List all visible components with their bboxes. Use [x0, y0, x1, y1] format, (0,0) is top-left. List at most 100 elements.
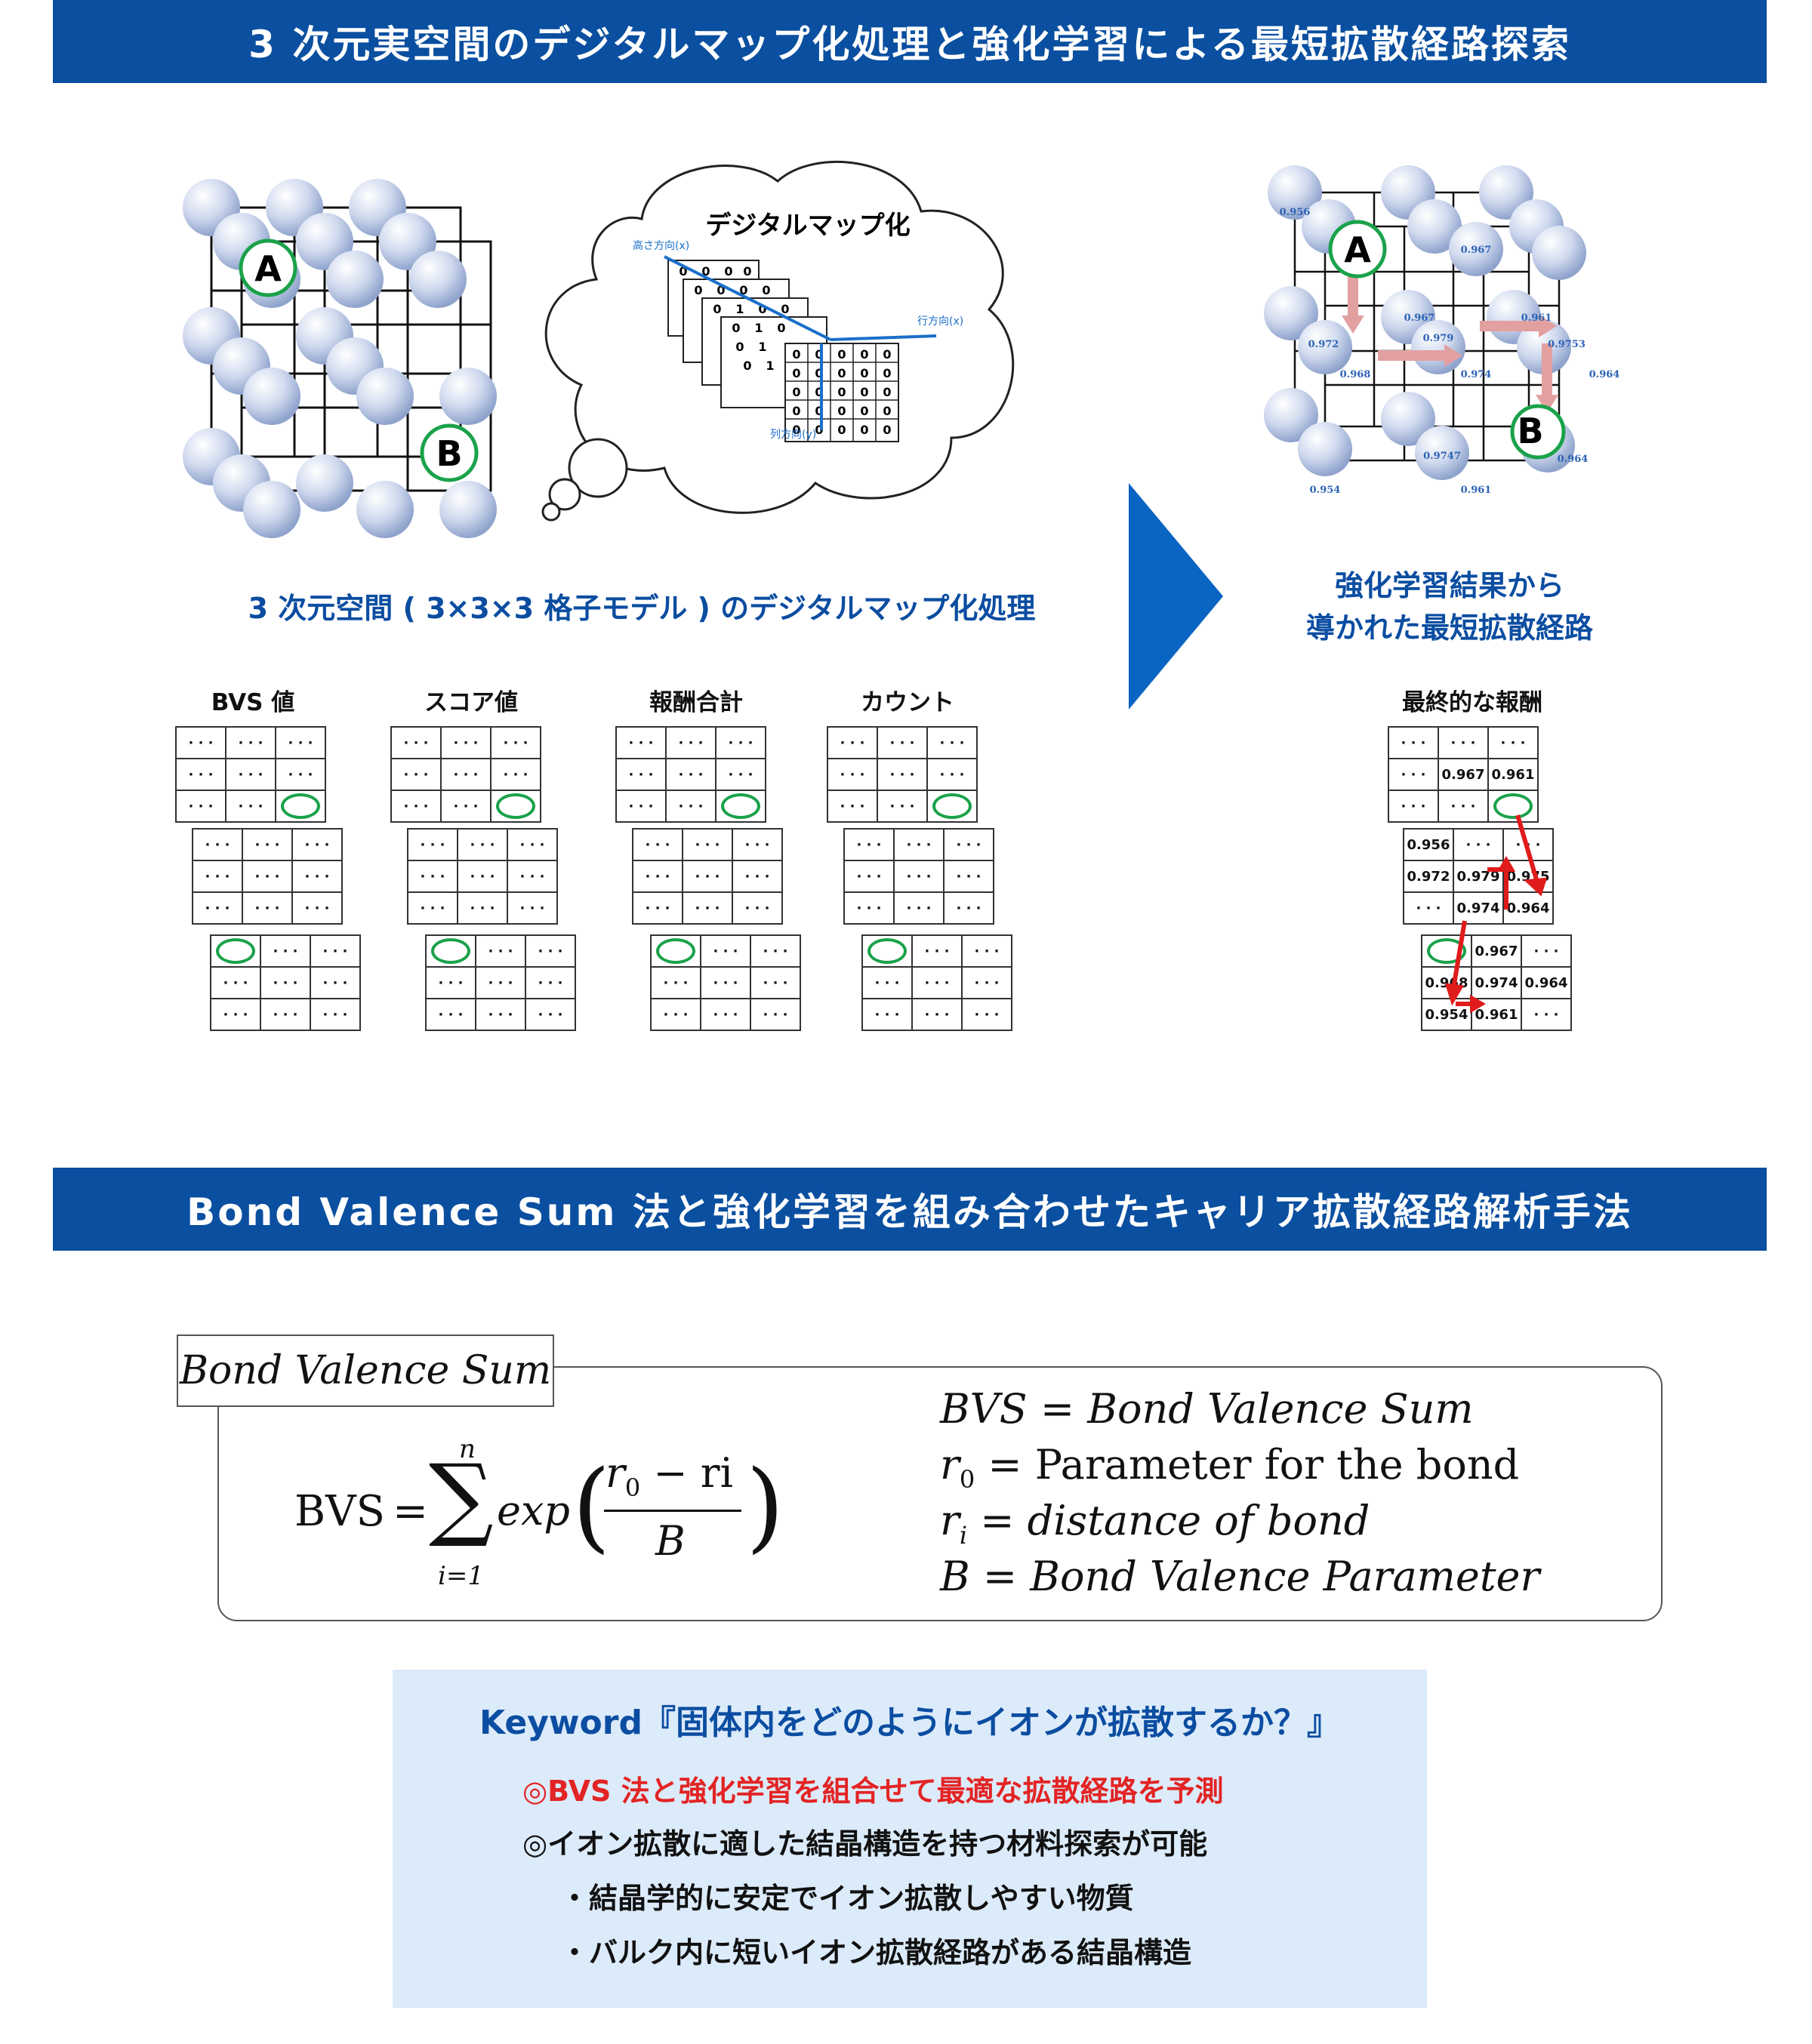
svg-text:0.9747: 0.9747 [1423, 451, 1461, 462]
svg-text:1: 1 [754, 321, 763, 335]
goal-ring [1493, 793, 1533, 819]
grid-cell: · · · [310, 934, 361, 968]
svg-text:0: 0 [792, 385, 800, 399]
grid-cell: · · · [242, 860, 293, 893]
grid-cell: · · · [843, 860, 895, 893]
goal-ring [932, 793, 972, 819]
grid-score-layer-3: · · ·· · ·· · ·· · ·· · ·· · ·· · ·· · · [425, 934, 576, 1031]
grid-cell [926, 790, 978, 823]
grid-cell: · · · [750, 934, 801, 968]
keyword-line2: ◎イオン拡散に適した結晶構造を持つ材料探索が可能 [522, 1827, 1208, 1861]
grid-label-bvs: BVS 値 [211, 689, 295, 716]
grid-cell: · · · [926, 726, 978, 759]
grid-cell: · · · [507, 891, 558, 925]
grid-cell [210, 934, 261, 968]
svg-text:0: 0 [860, 385, 868, 399]
definition-r0: r0 = Parameter for the bond [940, 1441, 1520, 1494]
axis-col-label: 列方向(y) [770, 429, 816, 441]
grid-cell: · · · [961, 966, 1012, 999]
grid-cell: · · · [893, 891, 945, 925]
grid-label-final-reward: 最終的な報酬 [1402, 689, 1542, 716]
svg-text:0: 0 [883, 385, 891, 399]
keyword-title: Keyword『固体内をどのようにイオンが拡散するか？』 [479, 1704, 1340, 1742]
grid-cell: · · · [457, 828, 508, 861]
grid-count-layer-1: · · ·· · ·· · ·· · ·· · ·· · ·· · ·· · · [827, 726, 978, 823]
grid-cell: · · · [911, 934, 963, 968]
svg-text:0: 0 [724, 264, 732, 279]
grid-cell: · · · [843, 891, 895, 925]
grid-cell: · · · [407, 860, 458, 893]
formula-box [217, 1366, 1663, 1621]
grid-cell: · · · [407, 891, 458, 925]
start-ring [216, 938, 255, 964]
point-b-label: B [436, 433, 462, 474]
grid-cell [715, 790, 766, 823]
grid-cell: · · · [390, 790, 442, 823]
goal-ring [496, 793, 535, 819]
result-point-b: B [1517, 411, 1543, 451]
grid-cell: · · · [525, 934, 576, 968]
grid-cell: · · · [475, 998, 526, 1031]
svg-text:0: 0 [815, 404, 823, 418]
grid-cell: · · · [700, 966, 751, 999]
svg-text:0: 0 [837, 404, 846, 418]
grid-cell: · · · [507, 828, 558, 861]
fraction-bar [604, 1510, 741, 1512]
grid-label-reward-total: 報酬合計 [649, 689, 743, 716]
grid-score-layer-1: · · ·· · ·· · ·· · ·· · ·· · ·· · ·· · · [390, 726, 541, 823]
grid-bvs-layer-1: · · ·· · ·· · ·· · ·· · ·· · ·· · ·· · · [175, 726, 326, 823]
svg-text:0.954: 0.954 [1310, 485, 1341, 496]
header-title-1: 3 次元実空間のデジタルマップ化処理と強化学習による最短拡散経路探索 [248, 23, 1571, 66]
grid-cell: · · · [275, 726, 326, 759]
grid-cell: · · · [440, 790, 492, 823]
fraction-numerator: r0 − ri [606, 1449, 733, 1502]
start-ring [1427, 938, 1466, 964]
svg-text:0: 0 [883, 347, 891, 362]
grid-cell: · · · [732, 860, 783, 893]
svg-text:0: 0 [758, 302, 766, 316]
result-point-a: A [1344, 229, 1371, 270]
grid-cell: · · · [210, 998, 261, 1031]
point-b-marker [420, 423, 479, 482]
grid-cell: · · · [877, 790, 928, 823]
grid-cell: · · · [911, 966, 963, 999]
point-a-marker [239, 239, 297, 297]
grid-cell: · · · [225, 790, 276, 823]
grid-count-layer-2: · · ·· · ·· · ·· · ·· · ·· · ·· · ·· · ·… [843, 828, 994, 925]
svg-text:0.967: 0.967 [1404, 312, 1435, 324]
grid-cell: · · · [225, 758, 276, 791]
svg-text:0: 0 [815, 366, 823, 380]
grid-cell: · · · [827, 758, 878, 791]
axis-row-label: 行方向(x) [917, 316, 963, 328]
svg-text:0: 0 [860, 404, 868, 418]
axis-height-label: 高さ方向(x) [633, 239, 689, 252]
grid-cell: · · · [260, 998, 311, 1031]
caption-right-line1: 強化学習結果から [1334, 569, 1564, 602]
grid-cell: · · · [827, 790, 878, 823]
svg-text:0: 0 [743, 359, 751, 373]
grid-cell: · · · [715, 726, 766, 759]
caption-left: 3 次元空間 ( 3×3×3 格子モデル ) のデジタルマップ化処理 [248, 592, 1036, 625]
svg-text:0: 0 [860, 423, 868, 437]
grid-cell: · · · [861, 998, 913, 1031]
svg-text:0: 0 [777, 321, 785, 335]
sum-upper: n [459, 1434, 476, 1464]
svg-text:1: 1 [758, 340, 766, 354]
sum-sign: ∑ [429, 1445, 494, 1550]
grid-cell: · · · [632, 860, 683, 893]
grid-cell: · · · [632, 828, 683, 861]
equation-lhs: BVS [294, 1487, 385, 1536]
svg-text:0: 0 [860, 347, 868, 362]
svg-text:0: 0 [792, 347, 800, 362]
svg-text:0: 0 [815, 347, 823, 362]
grid-cell: · · · [475, 934, 526, 968]
paren-open: ( [572, 1448, 611, 1563]
fraction-denominator: B [655, 1517, 686, 1565]
svg-text:0: 0 [694, 283, 702, 297]
keyword-bullet2: ・バルク内に短いイオン拡散経路がある結晶構造 [560, 1936, 1192, 1969]
process-arrow-icon [1129, 483, 1223, 710]
grid-cell: · · · [665, 790, 716, 823]
grid-cell: · · · [682, 891, 733, 925]
svg-text:0: 0 [732, 321, 740, 335]
